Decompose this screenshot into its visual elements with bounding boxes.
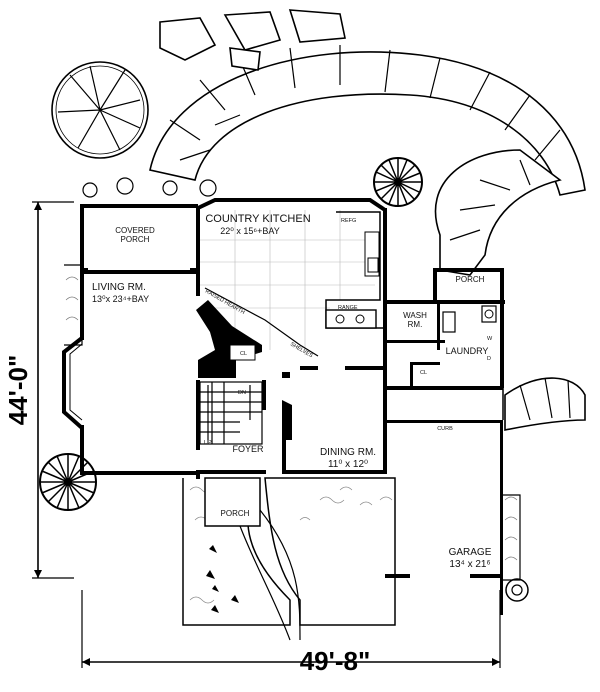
dining-rm-label: DINING RM. [320, 447, 376, 458]
front-walkway [204, 477, 301, 641]
closet-label-2: CL [420, 370, 427, 376]
laundry-label: LAUNDRY [446, 346, 489, 356]
refg-label: REFG [341, 218, 356, 224]
stair-down-label: DN [238, 390, 246, 396]
dimension-lines [32, 201, 501, 668]
garage-label: GARAGE [449, 547, 492, 558]
dryer-label: D [487, 356, 491, 362]
interior-walls [196, 366, 318, 472]
foyer-label: FOYER [232, 444, 264, 454]
curb-label: CURB [437, 426, 453, 432]
covered-porch-label-1: COVERED [115, 226, 155, 235]
flower-icon [505, 578, 529, 602]
porch-back-label: PORCH [456, 275, 485, 284]
kitchen-tile-grid [200, 210, 375, 355]
dimension-width: 49'-8" [300, 646, 371, 676]
shelves-label: SHELVES [289, 342, 314, 360]
porch-front-label: PORCH [221, 509, 250, 518]
closet-label-1: CL [240, 351, 247, 357]
country-kitchen-label: COUNTRY KITCHEN [205, 213, 310, 225]
shrub-icon [373, 157, 423, 207]
range-label: RANGE [338, 305, 358, 311]
fireplace [196, 287, 319, 378]
sun-symbol-icon [51, 61, 149, 159]
exterior-walls [62, 198, 505, 615]
dining-rm-size: 11⁰ x 12⁰ [328, 459, 368, 470]
stone-path [149, 9, 586, 431]
washer-label: W [487, 336, 493, 342]
wash-rm-label-1: WASH [403, 311, 427, 320]
garage-size: 13⁴ x 21⁶ [449, 559, 490, 570]
living-rm-size: 13⁰x 23⁴+BAY [92, 294, 149, 304]
dimension-height: 44'-0" [3, 355, 33, 426]
shrub-icon [39, 453, 97, 511]
covered-porch-label-2: PORCH [121, 235, 150, 244]
living-rm-label: LIVING RM. [92, 282, 146, 293]
stair-up-label: UP [204, 440, 212, 446]
wash-rm-label-2: RM. [408, 320, 423, 329]
country-kitchen-size: 22⁰ x 15⁶+BAY [220, 226, 279, 236]
bush-row [82, 177, 217, 198]
